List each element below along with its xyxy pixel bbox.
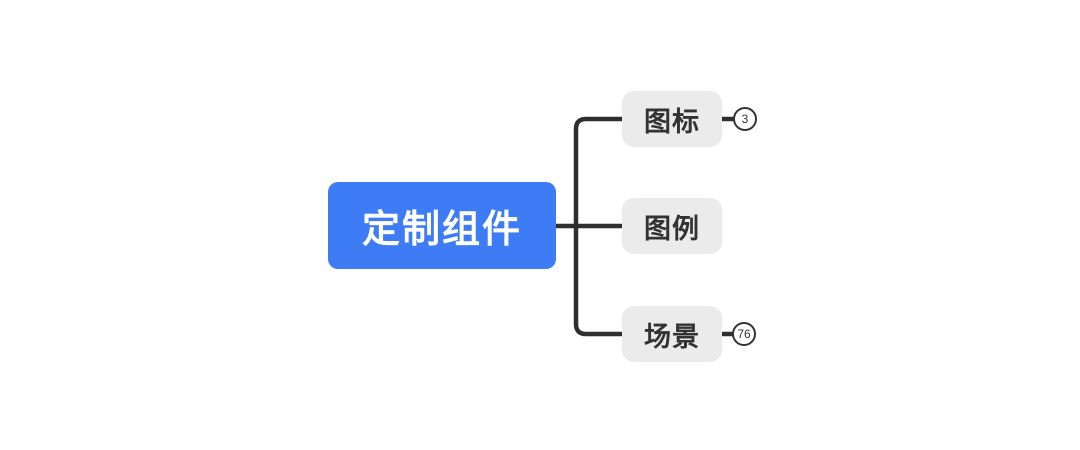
- node-child-scenes-label: 场景: [644, 321, 700, 352]
- branch-trunk: [573, 116, 622, 337]
- node-child-legend-label: 图例: [644, 213, 700, 244]
- node-child-scenes[interactable]: 场景: [622, 306, 722, 362]
- node-badge-scenes-count[interactable]: 76: [732, 322, 756, 346]
- node-root-label: 定制组件: [361, 209, 522, 251]
- node-child-legend[interactable]: 图例: [622, 198, 722, 254]
- node-root[interactable]: 定制组件: [328, 182, 556, 269]
- node-child-icons[interactable]: 图标: [622, 91, 722, 147]
- node-child-icons-label: 图标: [644, 106, 700, 137]
- node-badge-icons-count[interactable]: 3: [733, 107, 757, 131]
